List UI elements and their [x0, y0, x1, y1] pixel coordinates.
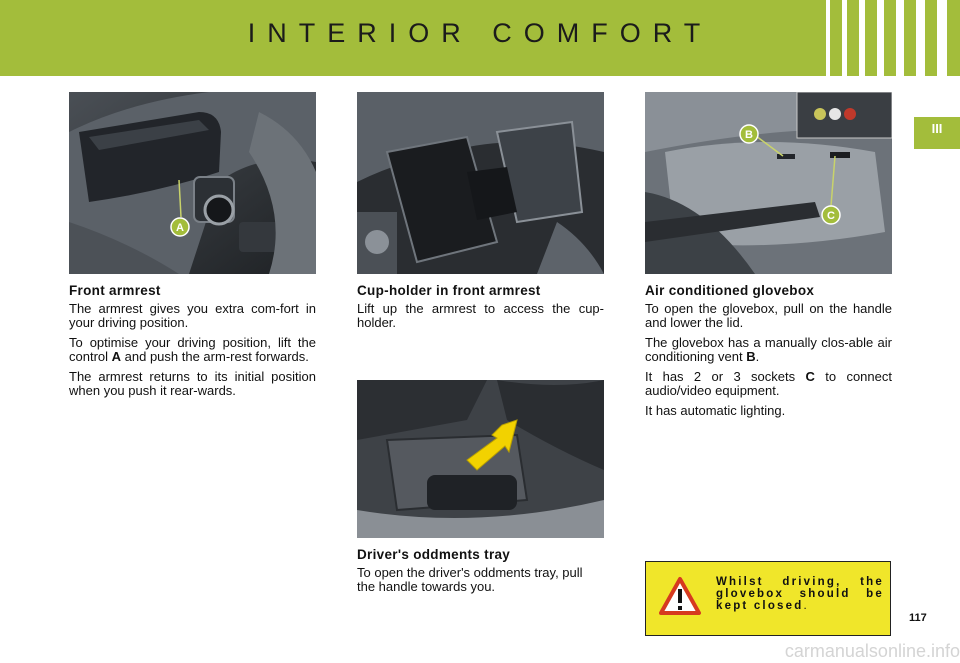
tray-p1: To open the driver's oddments tray, pull…: [357, 565, 583, 594]
header-stripe: [842, 0, 847, 76]
warning-triangle-icon: [659, 577, 701, 615]
header-stripe: [826, 0, 830, 76]
glovebox-p3: It has 2 or 3 sockets C to connect audio…: [645, 369, 892, 398]
warning-box: Whilst driving, the glovebox should be k…: [645, 561, 891, 636]
page-title: INTERIOR COMFORT: [247, 18, 713, 48]
glovebox-heading: Air conditioned glovebox: [645, 283, 815, 298]
cupholder-photo: [357, 92, 604, 274]
armrest-p1: The armrest gives you extra com-fort in …: [69, 301, 316, 330]
marker-a-label: A: [176, 222, 184, 234]
page-number: 117: [909, 612, 927, 624]
armrest-heading: Front armrest: [69, 283, 161, 298]
glovebox-photo: B C: [645, 92, 892, 274]
glovebox-p1: To open the glovebox, pull on the handle…: [645, 301, 892, 330]
glovebox-p2: The glovebox has a manually clos-able ai…: [645, 335, 892, 364]
header-stripe: [937, 0, 947, 76]
armrest-photo: A: [69, 92, 316, 274]
armrest-p2: To optimise your driving position, lift …: [69, 335, 316, 364]
armrest-p3: The armrest returns to its initial posit…: [69, 369, 316, 398]
marker-b-label: B: [745, 129, 753, 141]
tray-heading: Driver's oddments tray: [357, 547, 511, 562]
glovebox-text: To open the glovebox, pull on the handle…: [645, 302, 892, 424]
cupholder-p1: Lift up the armrest to access the cup-ho…: [357, 301, 604, 330]
cupholder-text: Lift up the armrest to access the cup-ho…: [357, 302, 604, 336]
warning-text: Whilst driving, the glovebox should be k…: [716, 576, 884, 612]
arrow-icon: [466, 419, 518, 471]
header-stripe: [877, 0, 884, 76]
marker-c-label: C: [827, 210, 835, 222]
marker-a: [170, 217, 190, 237]
cupholder-heading: Cup-holder in front armrest: [357, 283, 541, 298]
header-stripe: [859, 0, 865, 76]
header-stripe: [916, 0, 925, 76]
watermark: carmanualsonline.info: [784, 641, 960, 661]
glovebox-p4: It has automatic lighting.: [645, 403, 786, 418]
page-header: INTERIOR COMFORT: [0, 0, 960, 76]
armrest-text: The armrest gives you extra com-fort in …: [69, 302, 316, 404]
tray-text: To open the driver's oddments tray, pull…: [357, 566, 604, 600]
marker-b: [739, 124, 759, 144]
section-tab[interactable]: III: [914, 117, 960, 149]
header-stripe: [896, 0, 904, 76]
marker-c: [821, 205, 841, 225]
tray-photo: [357, 380, 604, 538]
